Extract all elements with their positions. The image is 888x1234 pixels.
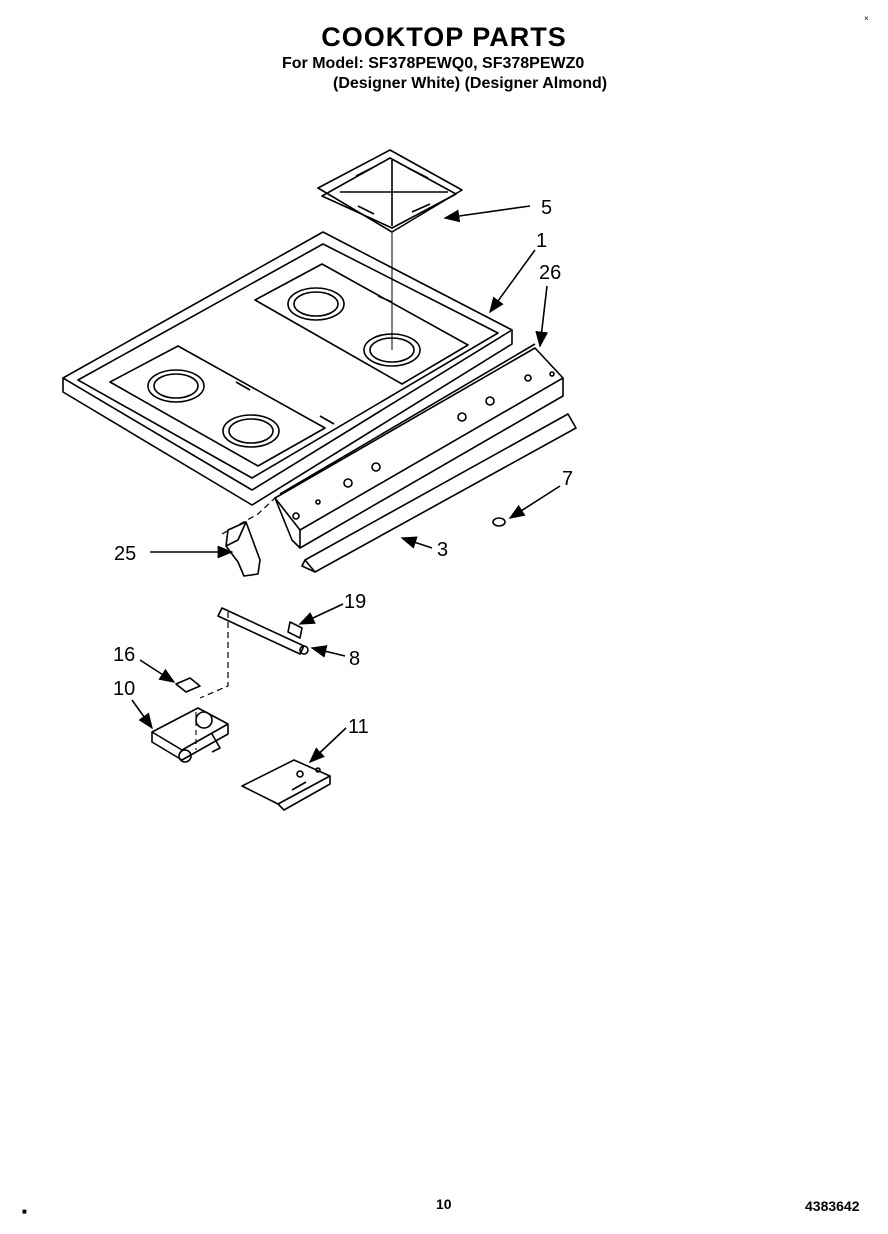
callout-3: 3 bbox=[437, 539, 448, 561]
callout-16: 16 bbox=[113, 644, 135, 666]
control-panel bbox=[274, 343, 564, 549]
callout-26: 26 bbox=[539, 262, 561, 284]
callout-25: 25 bbox=[114, 543, 136, 565]
model-line: For Model: SF378PEWQ0, SF378PEWZ0 bbox=[282, 55, 585, 72]
callout-1: 1 bbox=[536, 230, 547, 252]
corner-mark-top: × bbox=[864, 14, 869, 23]
page-number: 10 bbox=[436, 1196, 452, 1212]
clip-part bbox=[175, 677, 201, 693]
callout-8: 8 bbox=[349, 648, 360, 670]
cooktop-panel bbox=[62, 231, 513, 506]
trim-strip bbox=[301, 413, 577, 573]
ignitor-bracket bbox=[217, 607, 309, 655]
valve-assembly bbox=[151, 707, 229, 763]
callout-10: 10 bbox=[113, 678, 135, 700]
document-number: 4383642 bbox=[805, 1198, 860, 1214]
small-part-7 bbox=[492, 517, 506, 527]
callout-5: 5 bbox=[541, 197, 552, 219]
end-cap bbox=[225, 521, 261, 577]
mounting-plate bbox=[241, 759, 331, 811]
page-title: COOKTOP PARTS bbox=[321, 22, 567, 52]
corner-mark-bottom: ■ bbox=[22, 1207, 27, 1216]
variant-line: (Designer White) (Designer Almond) bbox=[333, 75, 608, 92]
callout-19: 19 bbox=[344, 591, 366, 613]
callout-7: 7 bbox=[562, 468, 573, 490]
callout-11: 11 bbox=[348, 716, 369, 738]
grate-part bbox=[317, 149, 463, 350]
